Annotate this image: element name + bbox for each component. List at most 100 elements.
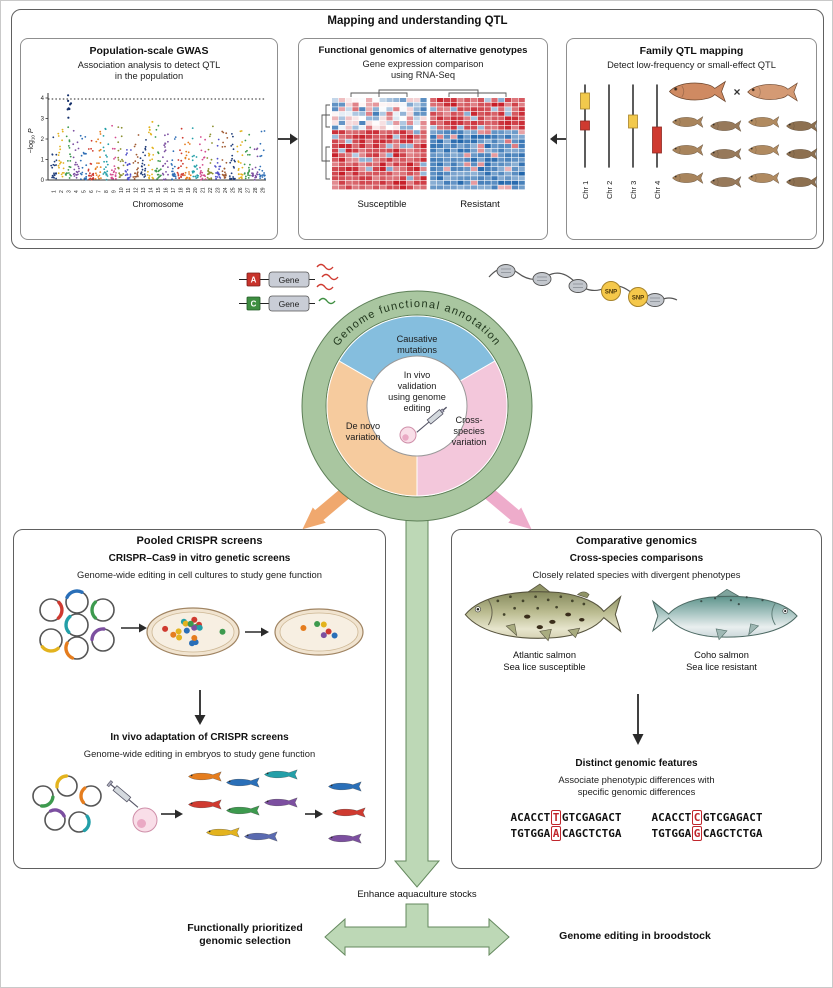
svg-text:10: 10 — [119, 187, 125, 193]
svg-text:13: 13 — [141, 187, 147, 193]
svg-text:Chr 2: Chr 2 — [605, 181, 614, 199]
down-arrow-icon — [194, 690, 206, 725]
svg-text:29: 29 — [260, 187, 266, 193]
svg-text:2: 2 — [41, 137, 45, 143]
nucleosome-icon — [645, 293, 665, 307]
svg-text:16: 16 — [163, 187, 169, 193]
embryo-icon — [132, 807, 158, 833]
salmon-spots — [496, 595, 586, 616]
svg-text:14: 14 — [149, 187, 155, 193]
svg-text:4: 4 — [74, 190, 80, 193]
svg-text:19: 19 — [186, 187, 192, 193]
svg-text:0: 0 — [41, 178, 45, 184]
svg-text:Gene: Gene — [279, 299, 300, 309]
invivo-illustration — [32, 769, 366, 844]
svg-text:SNP: SNP — [632, 296, 644, 302]
svg-text:2: 2 — [59, 190, 65, 193]
crispr-box: Pooled CRISPR screens CRISPR–Cas9 in vit… — [13, 529, 386, 869]
mapping-qtl-title: Mapping and understanding QTL — [327, 15, 508, 27]
nucleosome-icon — [496, 264, 516, 278]
manhattan-ylabel: −log10 P — [28, 128, 36, 153]
svg-text:20: 20 — [193, 187, 199, 193]
invitro-illustration — [39, 589, 364, 660]
svg-text:23: 23 — [216, 187, 222, 193]
arrow-to-comparative — [474, 480, 532, 530]
syringe-icon — [106, 780, 139, 808]
svg-text:28: 28 — [253, 187, 259, 193]
svg-text:SNP: SNP — [605, 290, 617, 296]
sector-cross-species-variation — [416, 360, 508, 497]
rna-transcripts-red — [316, 263, 339, 291]
sector-causative-mutations — [338, 315, 496, 407]
svg-text:mutations: mutations — [397, 345, 437, 355]
down-arrow-icon — [632, 694, 644, 745]
parent-fish-2 — [747, 82, 798, 102]
cross-symbol: × — [733, 85, 740, 99]
cross-species-desc: Closely related species with divergent p… — [532, 569, 741, 580]
coho-spots — [700, 596, 764, 606]
svg-text:15: 15 — [156, 187, 162, 193]
annotation-ring — [302, 291, 532, 521]
snp-icon — [601, 281, 621, 301]
svg-text:8: 8 — [104, 190, 110, 193]
family-title: Family QTL mapping — [639, 45, 744, 57]
rna-transcript-green — [318, 297, 336, 305]
crispr-title: Pooled CRISPR screens — [136, 535, 263, 547]
svg-text:3: 3 — [67, 190, 73, 193]
sea-lice-icons — [524, 612, 585, 630]
svg-text:18: 18 — [178, 187, 184, 193]
split-arrow-outcomes — [324, 903, 510, 957]
svg-text:11: 11 — [126, 188, 132, 193]
family-chromosome-ideograms: Chr 1 Chr 2 Chr 3 Chr 4 — [580, 84, 662, 199]
offspring-fish-group — [672, 116, 818, 188]
svg-text:22: 22 — [208, 187, 214, 193]
invivo-desc: Genome-wide editing in embryos to study … — [83, 748, 316, 759]
svg-text:validation: validation — [398, 381, 437, 391]
chromatin-illustration: SNP SNP — [488, 264, 678, 307]
svg-text:27: 27 — [245, 187, 251, 193]
svg-text:4: 4 — [41, 96, 45, 102]
svg-text:21: 21 — [201, 187, 207, 193]
susceptible-label: Susceptible — [357, 199, 406, 210]
gwas-title: Population-scale GWAS — [89, 45, 209, 57]
coho-salmon-illustration — [651, 588, 798, 641]
svg-text:26: 26 — [238, 187, 244, 193]
svg-text:24: 24 — [223, 187, 229, 193]
svg-text:5: 5 — [82, 190, 88, 193]
enhance-label: Enhance aquaculture stocks — [357, 889, 477, 900]
comparative-title: Comparative genomics — [575, 535, 698, 547]
resistant-label: Resistant — [460, 199, 500, 210]
cross-species-title: Cross-species comparisons — [569, 553, 704, 564]
arrow-to-crispr — [302, 480, 360, 530]
svg-text:Causative: Causative — [397, 334, 438, 344]
snp-icon — [628, 287, 648, 307]
svg-text:3: 3 — [41, 117, 45, 123]
svg-text:In vivo: In vivo — [404, 370, 431, 380]
arrow-to-enhance — [393, 510, 441, 888]
svg-text:6: 6 — [89, 190, 95, 193]
ring-label: Genome functional annotation — [331, 298, 503, 348]
svg-text:12: 12 — [134, 187, 140, 193]
svg-text:1: 1 — [52, 190, 58, 193]
arrow-gwas-to-rnaseq — [278, 133, 298, 145]
comparative-box: Comparative genomics Cross-species compa… — [451, 529, 822, 869]
gwas-panel: Population-scale GWAS Association analys… — [20, 38, 278, 240]
svg-text:using genome: using genome — [388, 392, 446, 402]
svg-text:variation: variation — [452, 437, 487, 447]
embryo-icon — [399, 426, 417, 444]
svg-text:1: 1 — [41, 158, 45, 164]
sector-de-novo-variation — [326, 360, 418, 497]
svg-text:Chr 1: Chr 1 — [581, 181, 590, 199]
rnaseq-title: Functional genomics of alternative genot… — [318, 45, 528, 56]
parent-fish-1 — [669, 81, 726, 102]
family-subtitle: Detect low-frequency or small-effect QTL — [607, 60, 776, 70]
invitro-desc: Genome-wide editing in cell cultures to … — [77, 569, 322, 580]
svg-text:Chr 4: Chr 4 — [653, 181, 662, 199]
